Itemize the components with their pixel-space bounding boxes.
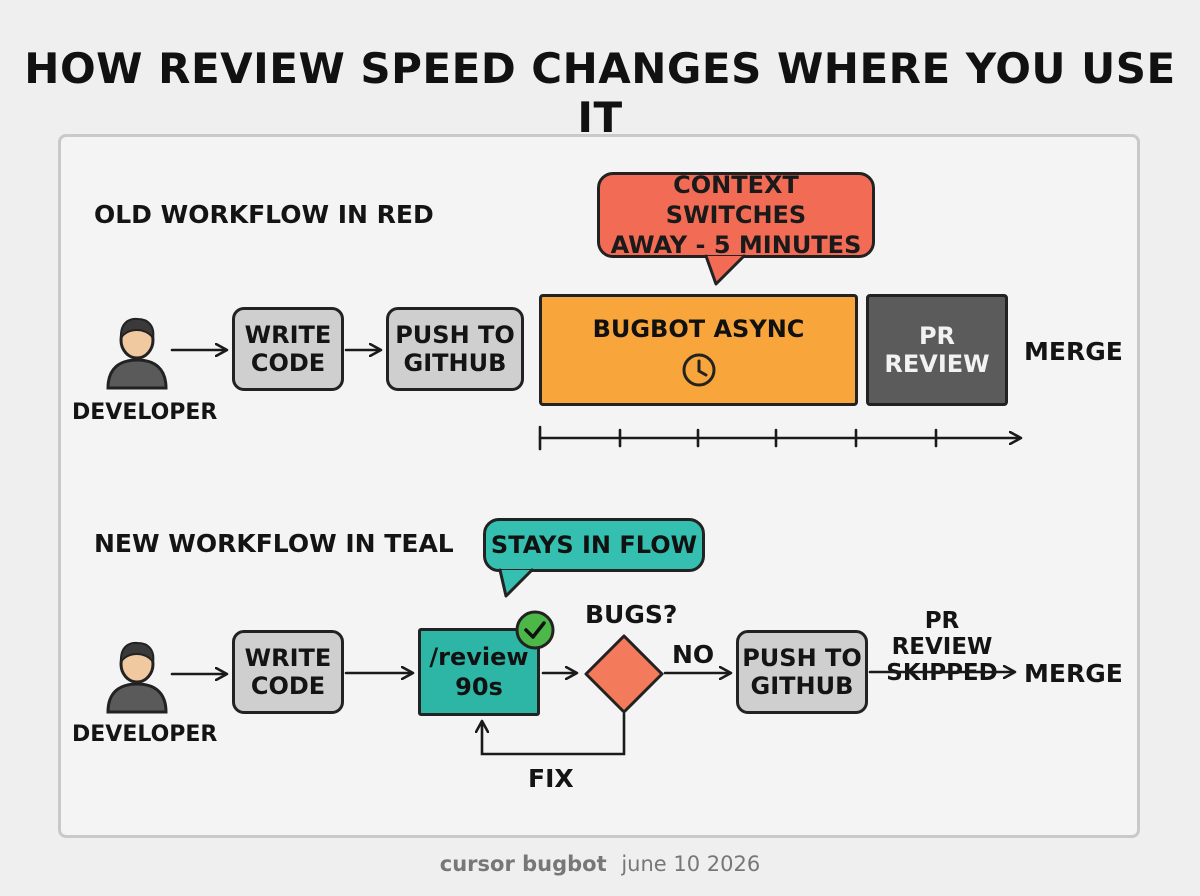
- bugbot-async-label: BUGBOT ASYNC: [592, 315, 805, 343]
- review-90s-box: /review 90s: [418, 628, 540, 716]
- developer-icon: [106, 641, 168, 714]
- diagram-title: HOW REVIEW SPEED CHANGES WHERE YOU USE I…: [24, 44, 1176, 142]
- write-code-box: WRITE CODE: [232, 307, 344, 391]
- push-to-github-box: PUSH TO GITHUB: [386, 307, 524, 391]
- pr-review-box: PR REVIEW: [866, 294, 1008, 406]
- diagram-panel: [58, 134, 1140, 838]
- callout-tail: [704, 254, 746, 286]
- callout-tail: [498, 568, 534, 598]
- bugbot-async-box: BUGBOT ASYNC: [539, 294, 858, 406]
- checkmark-icon: [515, 610, 555, 650]
- clock-icon: [682, 353, 715, 387]
- decision-diamond: [584, 634, 664, 714]
- merge-label-new: MERGE: [1024, 659, 1123, 688]
- decision-label: BUGS?: [585, 600, 678, 629]
- fix-label: FIX: [528, 764, 574, 793]
- context-switch-callout: CONTEXT SWITCHES AWAY - 5 MINUTES: [597, 171, 875, 259]
- footer: cursor bugbot june 10 2026: [0, 852, 1200, 876]
- write-code-box: WRITE CODE: [232, 630, 344, 714]
- merge-label-old: MERGE: [1024, 337, 1123, 366]
- developer-label: DEVELOPER: [72, 722, 218, 747]
- push-to-github-box: PUSH TO GITHUB: [736, 630, 868, 714]
- fix-loop-arrow: [482, 712, 626, 756]
- old-workflow-label: OLD WORKFLOW IN RED: [94, 200, 434, 229]
- developer-icon: [106, 317, 168, 390]
- new-workflow-label: NEW WORKFLOW IN TEAL: [94, 529, 454, 558]
- footer-date: june 10 2026: [621, 852, 761, 876]
- footer-brand: cursor bugbot: [439, 852, 607, 876]
- stays-in-flow-callout: STAYS IN FLOW: [483, 518, 705, 572]
- no-label: NO: [672, 640, 715, 669]
- developer-label: DEVELOPER: [72, 400, 218, 425]
